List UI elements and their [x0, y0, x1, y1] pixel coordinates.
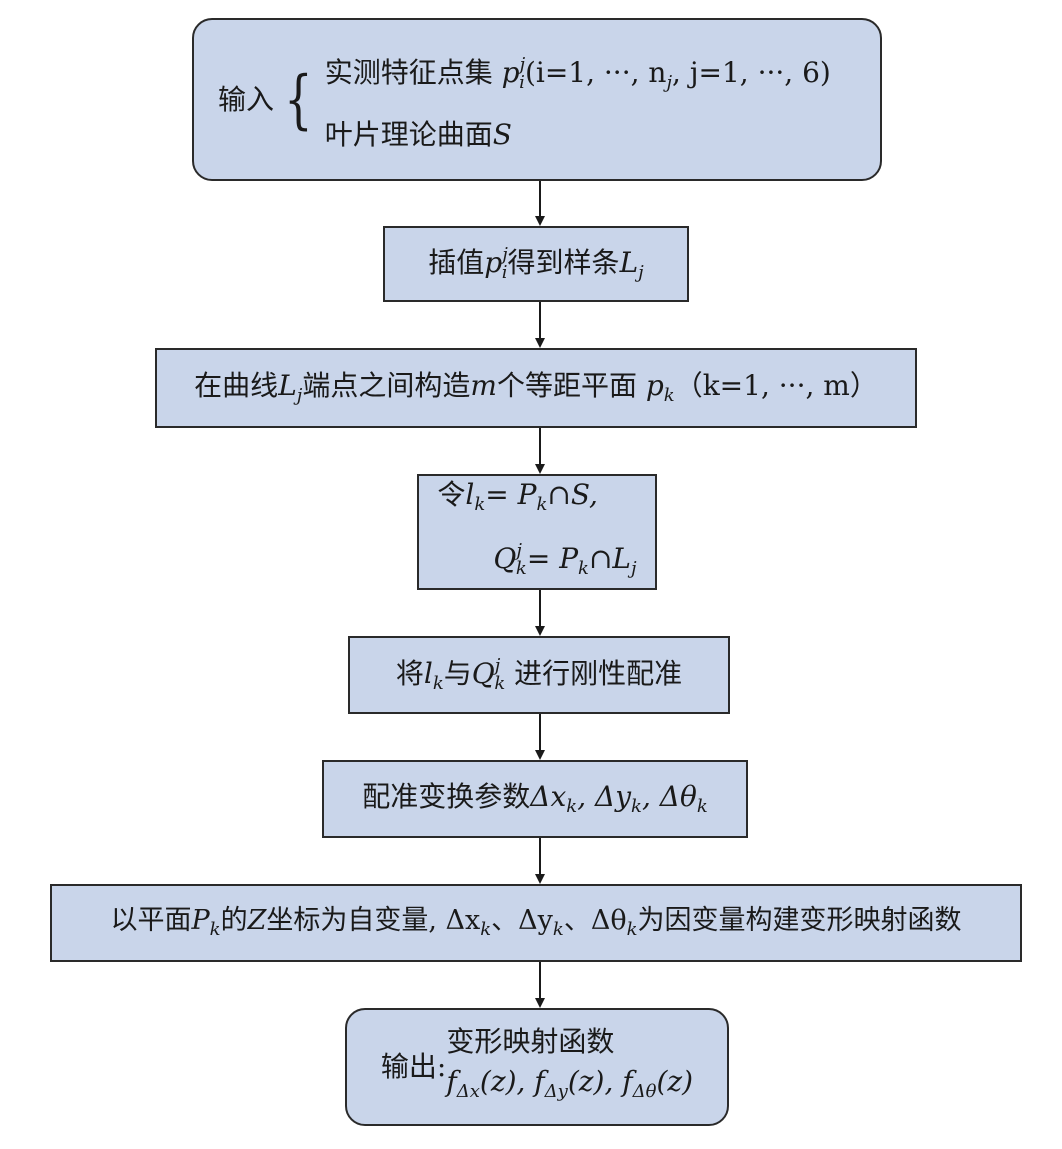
input-label: 输入	[218, 82, 275, 116]
step-build-function-box: 以平面Pk的Z坐标为自变量, Δxk、Δyk、Δθk为因变量构建变形映射函数	[50, 884, 1022, 962]
input-item-theoretical-surface: 叶片理论曲面S	[324, 117, 512, 151]
output-functions: 变形映射函数 fΔx(z), fΔy(z), fΔθ(z)	[446, 1022, 693, 1112]
output-box: 输出: 变形映射函数 fΔx(z), fΔy(z), fΔθ(z)	[345, 1008, 729, 1126]
step-intersect-text: 令lk= Pk∩S, Qjk= Pk∩Lj	[437, 472, 636, 592]
step-interpolate-box: 插值pji得到样条Lj	[383, 226, 689, 302]
input-item-measured-points: 实测特征点集 pji(i=1, ···, nj, j=1, ···, 6)	[324, 53, 831, 93]
step-transform-params-text: 配准变换参数Δxk, Δyk, Δθk	[362, 780, 708, 818]
brace-icon: {	[284, 62, 313, 137]
step-build-function-text: 以平面Pk的Z坐标为自变量, Δxk、Δyk、Δθk为因变量构建变形映射函数	[110, 905, 962, 941]
output-label: 输出:	[380, 1050, 447, 1084]
input-list: 实测特征点集 pji(i=1, ···, nj, j=1, ···, 6) 叶片…	[325, 45, 831, 155]
output-function-list: fΔx(z), fΔy(z), fΔθ(z)	[446, 1065, 694, 1102]
step-construct-planes-text: 在曲线Lj端点之间构造m个等距平面 pk（k=1, ···, m）	[194, 369, 878, 407]
output-title: 变形映射函数	[446, 1025, 615, 1058]
intersect-line-q: Qjk= Pk∩Lj	[493, 540, 637, 579]
input-box: 输入 { 实测特征点集 pji(i=1, ···, nj, j=1, ···, …	[192, 18, 882, 181]
step-construct-planes-box: 在曲线Lj端点之间构造m个等距平面 pk（k=1, ···, m）	[155, 348, 917, 428]
step-intersect-box: 令lk= Pk∩S, Qjk= Pk∩Lj	[417, 474, 657, 590]
step-registration-text: 将lk与Qjk 进行刚性配准	[395, 655, 683, 695]
step-interpolate-text: 插值pji得到样条Lj	[428, 244, 644, 284]
step-registration-box: 将lk与Qjk 进行刚性配准	[348, 636, 730, 714]
step-transform-params-box: 配准变换参数Δxk, Δyk, Δθk	[322, 760, 748, 838]
intersect-line-l: 令lk= Pk∩S,	[437, 478, 598, 515]
